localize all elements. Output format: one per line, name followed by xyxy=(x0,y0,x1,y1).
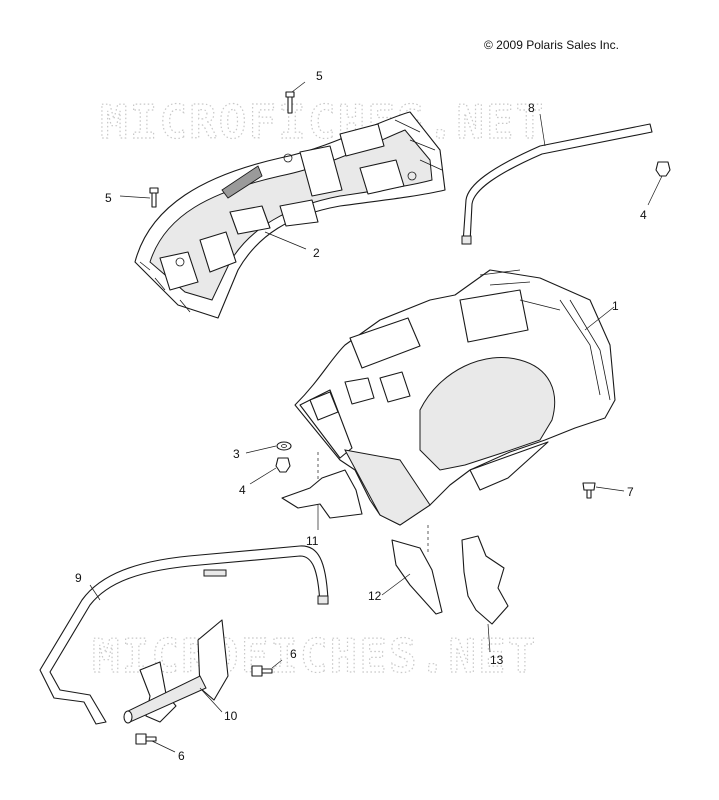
callout-3: 3 xyxy=(233,447,240,461)
callout-9: 9 xyxy=(75,571,82,585)
part-rack-brace[interactable] xyxy=(461,123,653,245)
callout-11: 11 xyxy=(306,534,319,548)
washer-3[interactable] xyxy=(276,441,292,451)
bolt-5-top[interactable] xyxy=(285,91,295,114)
callout-5-top: 5 xyxy=(316,69,323,83)
callout-2: 2 xyxy=(313,246,320,260)
part-rear-fender[interactable] xyxy=(294,269,616,526)
callout-6-right: 6 xyxy=(290,647,297,661)
watermark-top: MICROFICHES.NET xyxy=(100,95,545,149)
nut-4-top[interactable] xyxy=(655,161,671,177)
push-rivet-7[interactable] xyxy=(582,482,596,499)
callout-8: 8 xyxy=(528,101,535,115)
callouts: 5 5 8 4 2 1 3 4 7 11 9 12 13 6 10 6 xyxy=(75,69,647,763)
bolt-6-right[interactable] xyxy=(251,665,273,677)
callout-13: 13 xyxy=(490,653,504,667)
part-heat-shield-panel[interactable] xyxy=(281,469,363,519)
callout-5-left: 5 xyxy=(105,191,112,205)
bolt-5-left[interactable] xyxy=(149,187,159,208)
nut-4-middle[interactable] xyxy=(275,457,291,473)
callout-7: 7 xyxy=(627,485,634,499)
copyright-notice: © 2009 Polaris Sales Inc. xyxy=(484,38,619,52)
part-insulation[interactable] xyxy=(461,535,509,625)
part-rear-rack[interactable] xyxy=(134,111,446,319)
bolt-6-bottom[interactable] xyxy=(135,733,157,745)
callout-6-bottom: 6 xyxy=(178,749,185,763)
callout-12: 12 xyxy=(368,589,382,603)
callout-4-top: 4 xyxy=(640,208,647,222)
watermark-bottom: MICROFICHES.NET xyxy=(92,629,537,683)
callout-10: 10 xyxy=(224,709,238,723)
part-mud-flap[interactable] xyxy=(391,539,443,615)
leader-lines xyxy=(89,81,663,753)
callout-1: 1 xyxy=(612,299,619,313)
callout-4-middle: 4 xyxy=(239,483,246,497)
part-rear-bumper[interactable] xyxy=(39,545,329,725)
part-hitch-bracket[interactable] xyxy=(123,619,229,724)
